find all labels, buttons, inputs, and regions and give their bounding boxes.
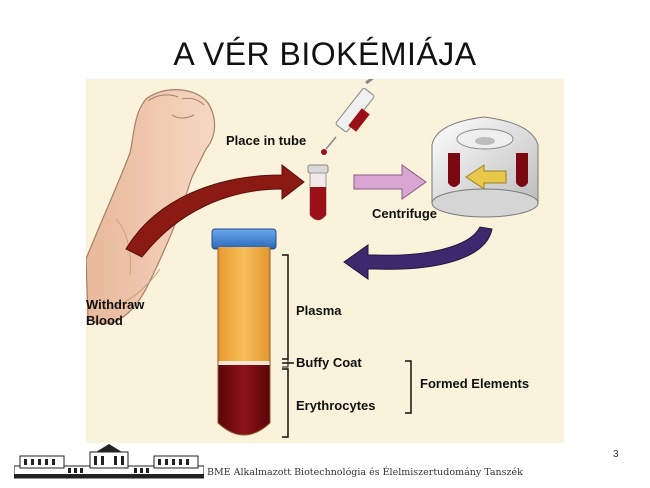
blood-processing-illustration: Place in tube Centrifuge Withdraw Blood …	[86, 79, 564, 443]
centrifuge-illustration	[432, 117, 538, 217]
erythrocytes-bracket	[282, 369, 288, 437]
large-centrifuged-tube	[212, 229, 276, 435]
label-withdraw-blood: Withdraw Blood	[86, 297, 156, 329]
arrow-centrifuge-to-tube	[344, 227, 492, 279]
arrow-tube-to-centrifuge	[354, 165, 426, 199]
page-number: 3	[613, 449, 619, 460]
university-building-logo	[14, 444, 204, 480]
label-place-in-tube: Place in tube	[226, 133, 306, 149]
slide-title: A VÉR BIOKÉMIÁJA	[0, 36, 650, 73]
footer-department-text: BME Alkalmazott Biotechnológia és Élelmi…	[207, 467, 523, 478]
syringe-illustration	[321, 79, 382, 155]
footer	[0, 443, 650, 488]
label-centrifuge: Centrifuge	[372, 206, 437, 222]
small-test-tube	[308, 165, 328, 220]
plasma-bracket	[282, 255, 288, 359]
label-formed-elements: Formed Elements	[420, 376, 529, 392]
label-plasma: Plasma	[296, 303, 342, 319]
buffy-coat-tick	[282, 359, 294, 367]
label-buffy-coat: Buffy Coat	[296, 355, 362, 371]
label-erythrocytes: Erythrocytes	[296, 398, 375, 414]
formed-elements-bracket	[405, 361, 411, 413]
